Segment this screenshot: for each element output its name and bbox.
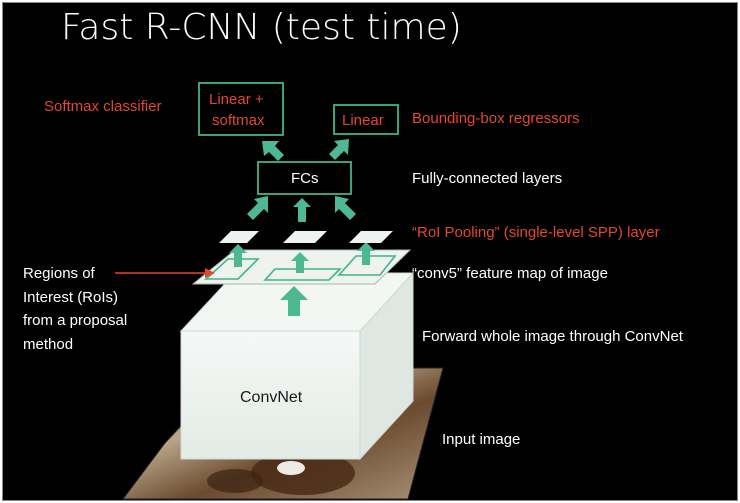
conv5-label: “conv5” feature map of image	[412, 265, 608, 282]
rois-label-line4: method	[23, 336, 73, 353]
diagram: Fast R-CNN (test time) ConvNet	[23, 7, 684, 500]
arrow-to-softmax	[262, 141, 284, 161]
input-image-label: Input image	[442, 431, 520, 448]
linear-softmax-label-line2: softmax	[212, 112, 265, 129]
arrow-up-roi-3	[357, 242, 375, 265]
slide-title: Fast R-CNN (test time)	[61, 7, 462, 48]
roi-pooling-label: “RoI Pooling” (single-level SPP) layer	[412, 224, 660, 241]
arrow-up-convnet	[280, 286, 308, 316]
arrow-to-linear	[329, 139, 349, 160]
rois-pointer-arrow	[115, 268, 215, 278]
fcs-label: FCs	[291, 170, 319, 187]
roi-pooled-map-1	[219, 231, 259, 243]
arrow-up-roi-1	[229, 244, 247, 267]
arrow-to-fcs-center	[293, 198, 311, 222]
roi-pooled-map-2	[283, 231, 327, 243]
linear-box	[333, 104, 399, 135]
rois-label-line3: from a proposal	[23, 312, 127, 329]
rois-label-line2: Interest (RoIs)	[23, 289, 118, 306]
linear-label: Linear	[342, 112, 384, 129]
convnet-label: ConvNet	[240, 389, 303, 406]
convnet-box	[179, 271, 415, 461]
arrow-up-roi-2	[291, 252, 309, 273]
fcs-box	[257, 161, 352, 195]
rois-label-line1: Regions of	[23, 265, 96, 282]
arrow-to-fcs-right	[335, 196, 356, 220]
forward-label: Forward whole image through ConvNet	[422, 328, 684, 345]
fully-connected-label: Fully-connected layers	[412, 170, 562, 187]
bbox-regressors-label: Bounding-box regressors	[412, 110, 580, 127]
roi-pooled-map-3	[349, 231, 393, 243]
linear-softmax-box	[198, 82, 284, 136]
arrow-to-fcs-left	[247, 196, 268, 220]
linear-softmax-label-line1: Linear +	[209, 91, 264, 108]
softmax-classifier-label: Softmax classifier	[44, 98, 162, 115]
